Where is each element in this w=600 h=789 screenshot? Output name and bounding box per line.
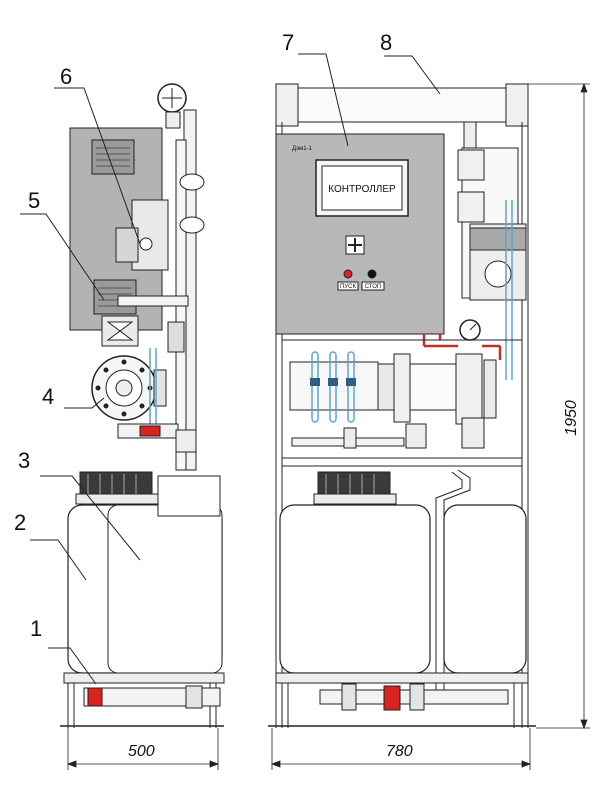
bottom-check-valve (461, 417, 485, 449)
dimension-height: 1950 (563, 400, 580, 436)
stop-button (367, 269, 377, 279)
stop-button-label: СТОП (365, 284, 382, 290)
tank-cap-front (317, 471, 391, 497)
label-7: 7 (282, 30, 294, 55)
label-1: 1 (30, 616, 42, 641)
label-3: 3 (18, 448, 30, 473)
label-6: 6 (60, 64, 72, 89)
start-button (343, 269, 353, 279)
front-view (268, 83, 536, 728)
drain-valve-front (383, 685, 401, 711)
tank-cap-side (79, 471, 153, 497)
dimension-lines (66, 82, 590, 770)
front-tank-right (443, 504, 527, 674)
label-2: 2 (14, 510, 26, 535)
front-tank-left (279, 504, 431, 674)
controller-screen-label: КОНТРОЛЛЕР (328, 184, 396, 195)
panel-tag: Дэм1-1 (292, 146, 313, 152)
dimension-width-side: 500 (128, 743, 155, 760)
side-view (60, 83, 225, 728)
label-5: 5 (28, 188, 40, 213)
top-rail (275, 87, 529, 123)
leader-lines (20, 53, 441, 685)
dimension-width-front: 780 (386, 743, 413, 760)
start-button-label: ПУСК (340, 284, 356, 290)
callout-labels: 1 2 3 4 5 6 7 8 (14, 30, 392, 641)
label-8: 8 (380, 30, 392, 55)
drain-valve-side (87, 687, 103, 707)
label-4: 4 (42, 384, 54, 409)
